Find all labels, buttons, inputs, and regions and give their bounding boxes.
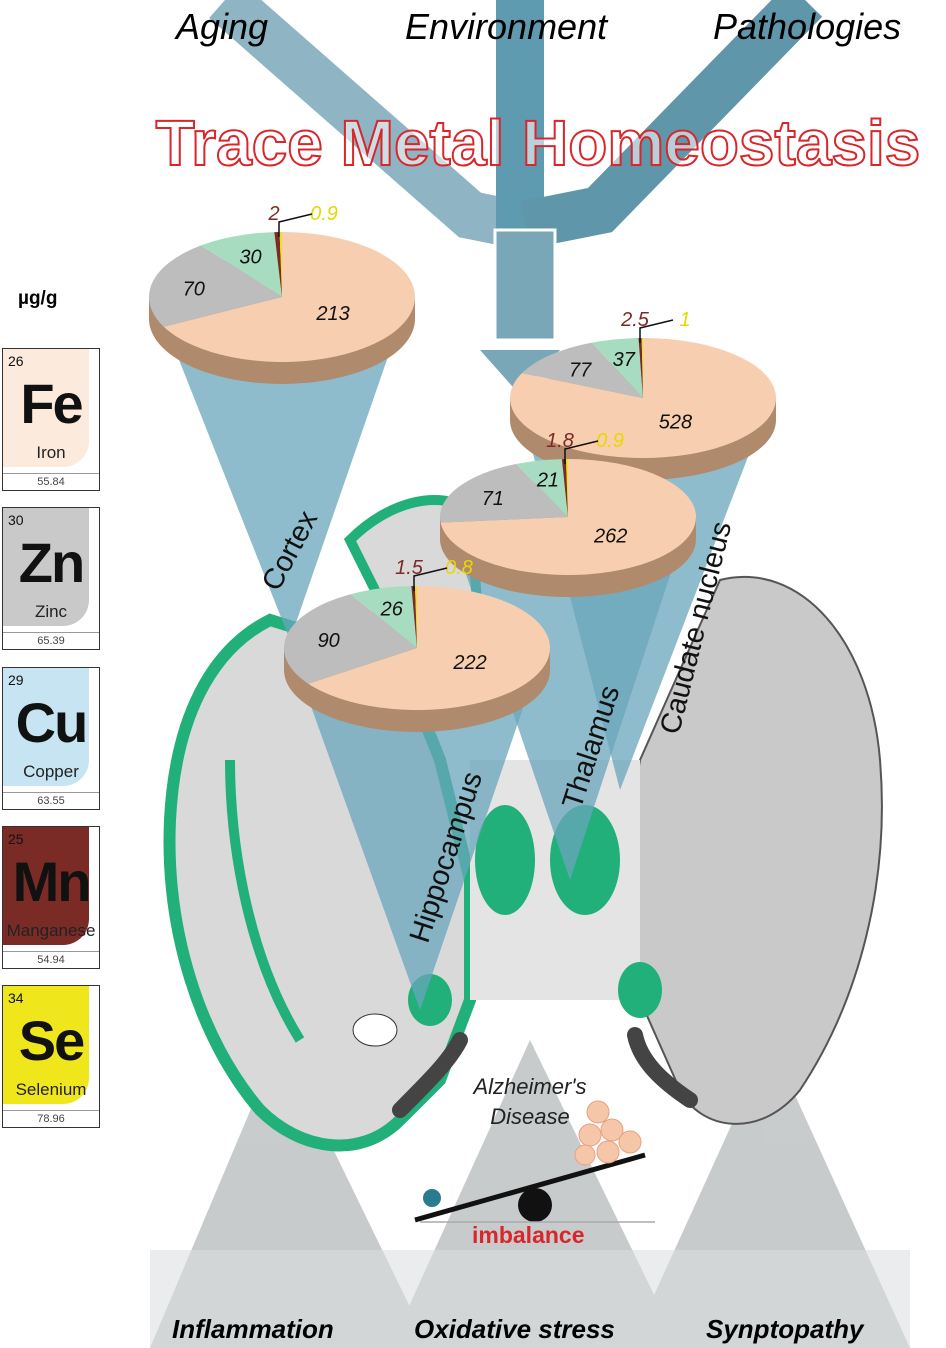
callout-line (564, 440, 599, 464)
value-label-fe: 213 (315, 303, 349, 325)
pie-slice-zn (521, 342, 643, 398)
element-name: Manganese (6, 921, 96, 940)
pie-thalamus: 262 71 21 1.8 0.9 (440, 430, 696, 597)
atomic-number: 25 (8, 831, 24, 847)
element-symbol: Fe (20, 372, 83, 435)
element-card-zinc: 30 Zn Zinc 65.39 (2, 507, 100, 650)
imbalance-seesaw (414, 1100, 655, 1223)
callout-line (413, 567, 448, 591)
pie-slice-fe (308, 586, 550, 710)
pie-hippocampus: 222 90 26 1.5 0.8 (284, 557, 550, 732)
pie-slice-fe (510, 338, 777, 459)
source-labels: Aging Environment Pathologies (0, 6, 946, 56)
pie-slice-se (279, 232, 282, 297)
pie-slice-zn (440, 463, 568, 523)
value-label-mn: 2 (267, 203, 279, 225)
value-label-fe: 528 (659, 412, 692, 434)
value-label-se: 0.9 (310, 203, 338, 225)
value-label-cu: 26 (380, 599, 404, 621)
pie-slice-mn (561, 459, 568, 517)
callout-line (639, 319, 674, 343)
element-name: Iron (36, 443, 66, 462)
value-label-se: 0.9 (596, 430, 624, 452)
element-color-swatch (3, 508, 89, 626)
element-card-manganese: 25 Mn Manganese 54.94 (2, 826, 100, 969)
source-aging: Aging (176, 6, 269, 47)
pie-slice-cu (516, 459, 568, 517)
pie-slice-fe (163, 232, 416, 362)
atomic-weight: 78.96 (3, 1110, 99, 1125)
element-name: Selenium (15, 1080, 87, 1099)
pie-slice-se (565, 459, 568, 517)
source-environment: Environment (405, 6, 608, 47)
element-color-swatch (3, 986, 89, 1104)
value-label-se: 1 (679, 309, 690, 331)
value-label-cu: 30 (239, 247, 261, 269)
outcome-synaptopathy: Synptopathy (706, 1314, 864, 1344)
atomic-number: 26 (8, 353, 24, 369)
atomic-number: 29 (8, 672, 24, 688)
pie-slice-cu (591, 338, 643, 398)
value-label-cu: 21 (536, 470, 559, 492)
callout-line (278, 213, 313, 237)
value-label-mn: 1.8 (546, 430, 574, 452)
pie-charts: 213 70 30 2 0.9 528 77 37 2.5 1 262 71 21 1.8 0.9 222 90… (149, 203, 777, 732)
pie-slice-mn (274, 232, 282, 297)
value-label-zn: 77 (569, 360, 592, 382)
element-card-iron: 26 Fe Iron 55.84 (2, 348, 100, 491)
atomic-number: 34 (8, 990, 24, 1006)
value-label-se: 0.8 (445, 557, 473, 579)
pie-slice-se (641, 338, 643, 398)
value-label-mn: 1.5 (395, 557, 424, 579)
outcome-oxidative-stress: Oxidative stress (414, 1314, 615, 1344)
element-symbol: Zn (18, 531, 85, 594)
pie-slice-cu (350, 586, 417, 648)
element-name: Copper (23, 762, 79, 781)
pie-slice-cu (201, 232, 282, 297)
atomic-weight: 55.84 (3, 473, 99, 488)
pie-slice-mn (411, 586, 417, 648)
units-label: µg/g (18, 288, 58, 309)
pie-slice-se (415, 586, 417, 648)
disease-label: Alzheimer's Disease (473, 1074, 587, 1129)
element-card-copper: 29 Cu Copper 63.55 (2, 667, 100, 810)
pie-cortex: 213 70 30 2 0.9 (149, 203, 416, 384)
element-color-swatch (3, 349, 89, 467)
element-color-swatch (3, 827, 89, 945)
element-card-selenium: 34 Se Selenium 78.96 (2, 985, 100, 1128)
value-label-cu: 37 (613, 349, 636, 371)
atomic-weight: 54.94 (3, 951, 99, 966)
title: Trace Metal Homeostasis (156, 107, 921, 179)
atomic-weight: 65.39 (3, 632, 99, 647)
element-color-swatch (3, 668, 89, 786)
value-label-zn: 71 (482, 488, 504, 510)
atomic-weight: 63.55 (3, 792, 99, 807)
cone-hippocampus (299, 673, 535, 1010)
element-symbol: Cu (15, 691, 89, 754)
pie-slice-zn (284, 594, 417, 684)
atomic-number: 30 (8, 512, 24, 528)
outcome-inflammation: Inflammation (172, 1314, 334, 1344)
element-symbol: Mn (12, 850, 92, 913)
source-pathologies: Pathologies (713, 6, 902, 47)
pie-slice-fe (440, 459, 696, 575)
pie-slice-mn (638, 338, 643, 398)
value-label-zn: 90 (318, 630, 340, 652)
value-label-fe: 222 (452, 652, 486, 674)
value-label-mn: 2.5 (620, 309, 650, 331)
imbalance-label: imbalance (472, 1222, 585, 1248)
value-label-zn: 70 (183, 278, 205, 300)
input-pipes (209, 0, 823, 395)
pie-caudate-nucleus: 528 77 37 2.5 1 (510, 309, 777, 480)
value-label-fe: 262 (593, 526, 627, 548)
element-name: Zinc (34, 602, 68, 621)
pie-slice-zn (149, 245, 282, 327)
element-symbol: Se (18, 1009, 86, 1072)
cone-cortex (164, 322, 400, 640)
